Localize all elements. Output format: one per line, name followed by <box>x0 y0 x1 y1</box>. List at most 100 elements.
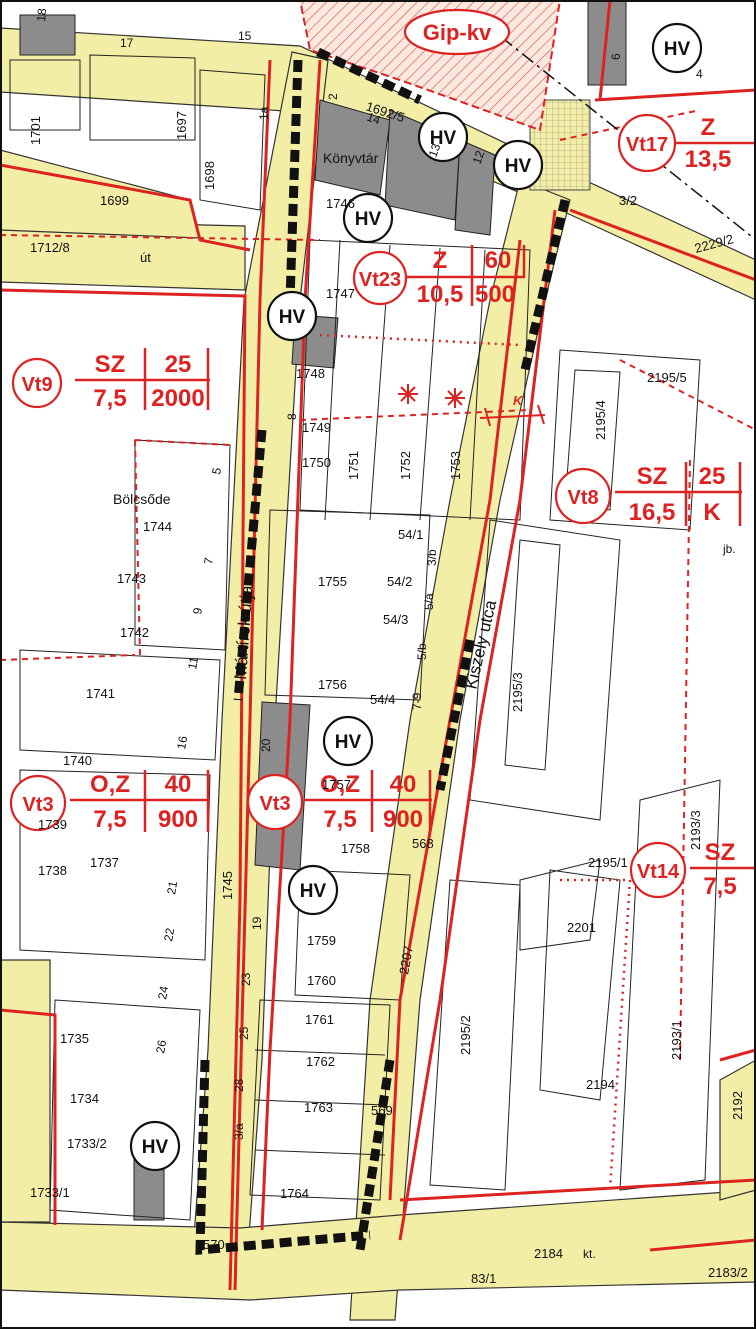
svg-text:26: 26 <box>153 1039 169 1055</box>
house-numbers: 18 17 15 1a 2 14 12 13 8 4 6 5 7 9 11 16… <box>34 7 703 1140</box>
zone-label-vt14: Vt14 SZ 7,5 <box>629 839 756 900</box>
svg-text:1733/1: 1733/1 <box>30 1185 70 1200</box>
k-dimension <box>479 404 546 427</box>
svg-text:1739: 1739 <box>38 817 67 832</box>
svg-text:569: 569 <box>371 1103 393 1118</box>
svg-text:2195/2: 2195/2 <box>458 1015 473 1055</box>
svg-text:1743: 1743 <box>117 571 146 586</box>
svg-text:1752: 1752 <box>398 451 413 480</box>
svg-text:900: 900 <box>383 806 423 833</box>
svg-text:40: 40 <box>390 771 417 798</box>
svg-text:1763: 1763 <box>304 1100 333 1115</box>
svg-text:568: 568 <box>412 836 434 851</box>
svg-text:19: 19 <box>250 916 264 930</box>
kt-label: kt. <box>583 1247 596 1261</box>
svg-text:1740: 1740 <box>63 753 92 768</box>
zone-label-vt8: Vt8 SZ 16,5 25 K <box>554 462 742 526</box>
hv-marker: HV <box>129 1120 181 1172</box>
road-right-2192 <box>719 1059 756 1201</box>
svg-text:5: 5 <box>209 466 224 475</box>
svg-text:1755: 1755 <box>318 574 347 589</box>
svg-text:Vt14: Vt14 <box>637 861 680 883</box>
svg-text:570: 570 <box>203 1237 225 1252</box>
svg-text:23: 23 <box>239 972 253 986</box>
hv-marker: HV <box>287 864 339 916</box>
svg-text:28: 28 <box>232 1078 246 1092</box>
svg-text:Vt3: Vt3 <box>259 793 290 815</box>
svg-text:25: 25 <box>237 1026 251 1040</box>
parcel-labels: 1701 1697 1698 1699 1712/8 1692/5 1746 1… <box>28 99 748 1286</box>
svg-text:2195/3: 2195/3 <box>510 672 525 712</box>
zone-label-vt9: Vt9 SZ 7,5 25 2000 <box>11 348 210 412</box>
svg-text:16,5: 16,5 <box>629 499 676 526</box>
road-bottom <box>0 1189 756 1301</box>
svg-text:16: 16 <box>174 735 190 751</box>
svg-text:11: 11 <box>185 656 201 671</box>
hv-marker: HV <box>492 139 544 191</box>
zone-label-vt23: Vt23 Z 10,5 60 500 <box>352 245 526 308</box>
svg-text:1734: 1734 <box>70 1091 99 1106</box>
svg-text:Vt17: Vt17 <box>626 134 668 156</box>
svg-text:1698: 1698 <box>202 161 217 190</box>
svg-text:K: K <box>703 499 721 526</box>
svg-text:2195/5: 2195/5 <box>647 370 687 385</box>
svg-text:HV: HV <box>142 1137 169 1158</box>
street-label-ut: út <box>140 250 151 265</box>
svg-text:500: 500 <box>475 281 515 308</box>
svg-text:21: 21 <box>164 880 180 896</box>
k-label: K <box>513 393 524 408</box>
svg-text:1756: 1756 <box>318 677 347 692</box>
svg-text:1751: 1751 <box>346 451 361 480</box>
svg-text:1757: 1757 <box>322 777 351 792</box>
svg-text:3/2: 3/2 <box>619 193 637 208</box>
svg-text:1745: 1745 <box>220 871 235 900</box>
zone-label-vt3-center: Vt3 O,Z 7,5 40 900 <box>246 770 432 833</box>
svg-text:Vt8: Vt8 <box>567 487 598 509</box>
svg-text:2183/2: 2183/2 <box>708 1265 748 1280</box>
svg-text:1744: 1744 <box>143 519 172 534</box>
svg-text:1737: 1737 <box>90 855 119 870</box>
svg-text:3/a: 3/a <box>232 1123 246 1140</box>
svg-text:2184: 2184 <box>534 1246 563 1261</box>
svg-text:12: 12 <box>470 148 488 166</box>
svg-text:15: 15 <box>238 29 252 43</box>
svg-text:Vt23: Vt23 <box>359 269 401 291</box>
svg-text:Vt3: Vt3 <box>22 794 53 816</box>
zone-label-vt3-left: Vt3 O,Z 7,5 40 900 <box>9 770 210 833</box>
svg-text:4: 4 <box>696 67 703 81</box>
svg-text:1762: 1762 <box>306 1054 335 1069</box>
svg-text:1746: 1746 <box>326 196 355 211</box>
svg-text:1750: 1750 <box>302 455 331 470</box>
hv-marker: HV <box>266 290 318 342</box>
svg-text:1760: 1760 <box>307 973 336 988</box>
walkway-markers <box>195 47 570 1255</box>
svg-text:1699: 1699 <box>100 193 129 208</box>
svg-text:2000: 2000 <box>151 385 204 412</box>
svg-text:17: 17 <box>120 36 134 50</box>
svg-text:HV: HV <box>505 156 532 177</box>
svg-text:1a: 1a <box>257 106 271 120</box>
svg-text:1758: 1758 <box>341 841 370 856</box>
svg-text:HV: HV <box>430 128 457 149</box>
hv-marker: HV <box>651 22 703 74</box>
svg-text:HV: HV <box>300 881 327 902</box>
svg-text:1748: 1748 <box>296 366 325 381</box>
svg-text:HV: HV <box>279 307 306 328</box>
svg-text:1741: 1741 <box>86 686 115 701</box>
svg-text:1764: 1764 <box>280 1186 309 1201</box>
svg-text:3/b: 3/b <box>425 549 439 566</box>
svg-text:18: 18 <box>34 7 49 22</box>
svg-text:25: 25 <box>165 351 192 378</box>
svg-text:6: 6 <box>609 53 623 60</box>
svg-text:2192: 2192 <box>730 1091 745 1120</box>
svg-text:83/1: 83/1 <box>471 1271 496 1286</box>
zone-dotted-lines <box>319 333 632 1191</box>
svg-text:22: 22 <box>161 927 177 943</box>
svg-text:7,5: 7,5 <box>323 806 356 833</box>
svg-text:40: 40 <box>165 771 192 798</box>
svg-text:14: 14 <box>365 110 383 128</box>
svg-text:24: 24 <box>155 985 171 1001</box>
svg-text:1701: 1701 <box>28 116 43 145</box>
svg-text:54/2: 54/2 <box>387 574 412 589</box>
